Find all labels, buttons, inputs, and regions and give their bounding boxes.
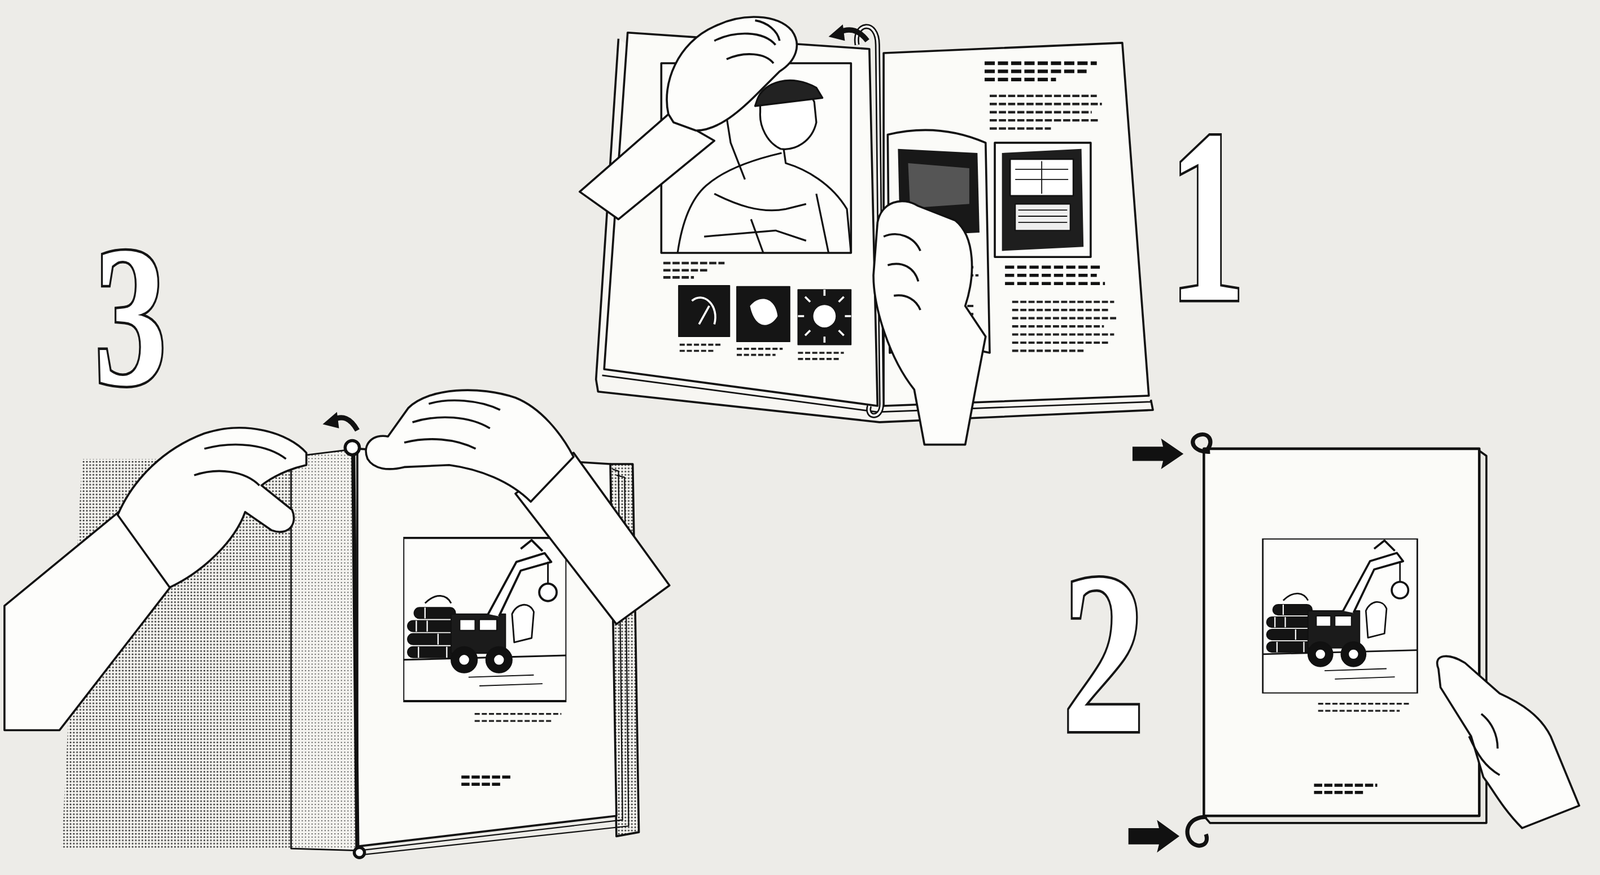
hand [1469, 714, 1500, 776]
pointer-arrow [1128, 438, 1184, 853]
man-picture [750, 193, 829, 253]
truck-picture [1015, 160, 1069, 194]
hand [117, 427, 306, 588]
turn-arrow [828, 24, 868, 41]
open-book [749, 299, 778, 326]
wire-hook [1187, 434, 1211, 846]
page-wire [354, 847, 365, 858]
hand [4, 427, 307, 730]
hand [873, 200, 986, 445]
closed-page [1318, 704, 1411, 712]
open-book [812, 304, 836, 328]
page-wire [353, 455, 358, 849]
hand [365, 390, 670, 624]
open-book [679, 344, 845, 360]
closed-page [1203, 448, 1486, 824]
truck-picture [1018, 210, 1068, 223]
hand [666, 16, 797, 131]
turn-arrow [322, 412, 358, 431]
callout-anchor: 3 [94, 215, 167, 417]
open-book [907, 163, 969, 208]
callout-number: 1 [1168, 92, 1217, 341]
open-book [984, 63, 1097, 80]
callout-number: 3 [94, 215, 147, 417]
truck-picture [1002, 149, 1084, 252]
callout-number: 2 [1061, 537, 1122, 769]
open-book-flat [403, 538, 567, 702]
open-book [663, 263, 725, 278]
truck-picture [1002, 149, 1084, 252]
page-wire [344, 440, 360, 455]
open-book [994, 142, 1091, 257]
pointer-arrow [1132, 438, 1184, 470]
closed-page [1313, 785, 1377, 793]
hand [1437, 656, 1580, 829]
truck-picture [1015, 203, 1071, 231]
pointer-arrow [1128, 819, 1180, 853]
hand [1437, 656, 1580, 829]
open-book [1012, 302, 1117, 352]
open-book-flat [474, 714, 562, 722]
open-book [736, 286, 790, 343]
callout-anchor: 2 [1061, 537, 1146, 769]
callout-anchor: 1 [1168, 92, 1246, 341]
open-book [1004, 267, 1105, 284]
open-book [797, 289, 851, 345]
man-picture [714, 193, 807, 211]
closed-page [1262, 538, 1418, 694]
hand [873, 200, 986, 445]
open-book [692, 297, 716, 325]
page-wire [344, 440, 365, 858]
hand [365, 390, 574, 502]
open-book [989, 95, 1103, 129]
hand [883, 234, 921, 310]
turn-arrow [322, 412, 340, 429]
open-book-flat [291, 448, 358, 851]
wire-hook [1192, 434, 1211, 453]
hand [404, 400, 501, 449]
turn-arrow [828, 24, 846, 41]
hand [714, 20, 780, 64]
truck-picture [1010, 159, 1074, 196]
open-book [797, 289, 851, 343]
open-book-flat [461, 777, 513, 785]
closed-page [1203, 448, 1480, 816]
man-picture [677, 152, 782, 253]
wire-hook [1187, 816, 1208, 846]
hand [579, 16, 798, 220]
open-book [678, 285, 730, 337]
hand [194, 444, 287, 486]
